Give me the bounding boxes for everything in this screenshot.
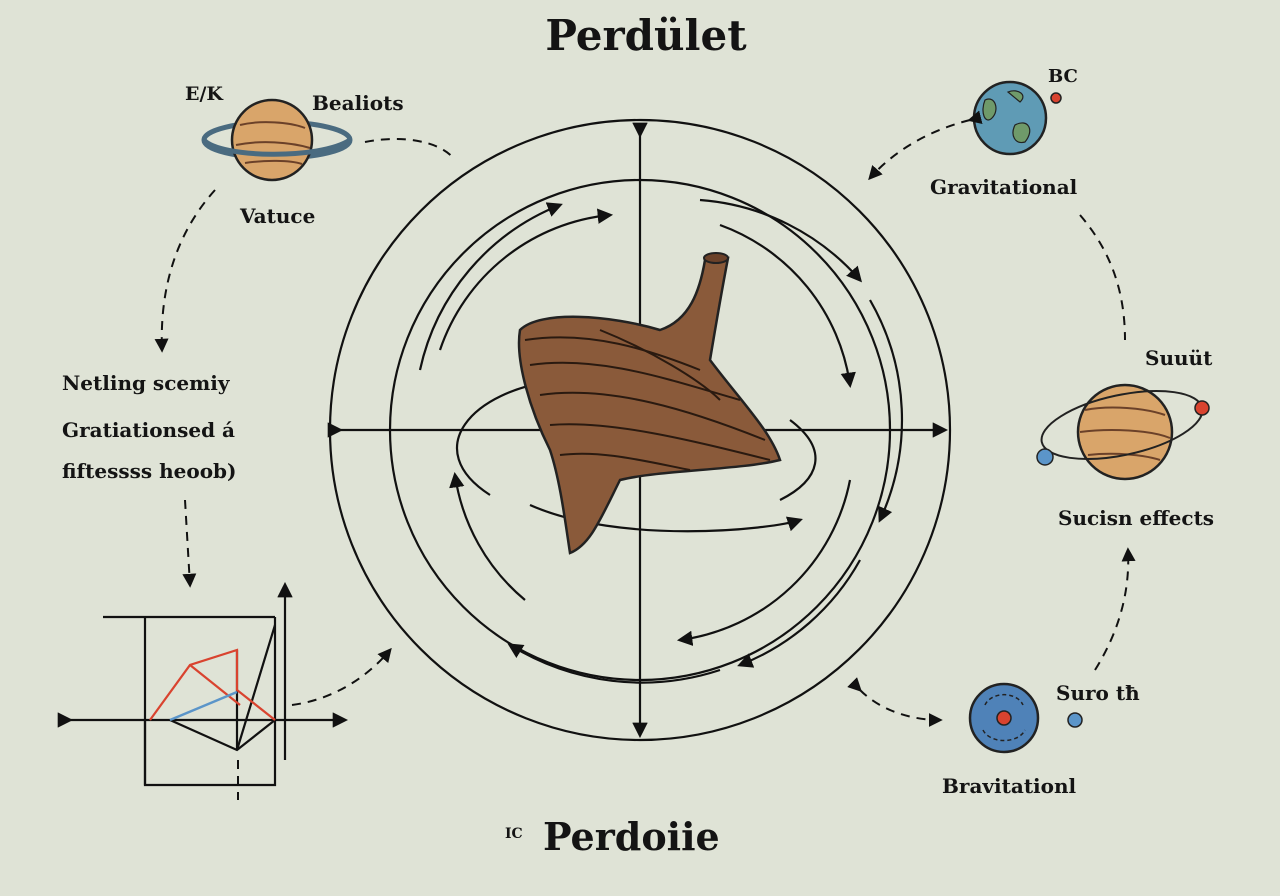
dashed-arrow — [847, 677, 943, 727]
planet-name: Suuüt — [1145, 346, 1213, 370]
orbit-arrow — [507, 643, 721, 684]
dashed-arrow — [182, 499, 197, 588]
orbit-arrow — [418, 202, 563, 371]
orbit-arrow — [699, 198, 863, 283]
note-line: Gratiationsed á — [62, 418, 235, 442]
orbit-arrow — [737, 559, 861, 668]
orbiting-planet-right — [1036, 383, 1210, 481]
earth-planet — [972, 80, 1062, 156]
planet-caption: Sucisn effects — [1058, 506, 1214, 530]
dashed-arrow — [1094, 547, 1136, 671]
page-title: Perdület — [545, 11, 747, 60]
orbit-arrow — [676, 479, 852, 647]
dashed-connector — [1079, 214, 1126, 341]
blue-planet-bottom-right — [968, 682, 1083, 754]
dashed-arrow — [154, 189, 216, 353]
orbit-arrow — [449, 471, 526, 601]
planet-caption: Vatuce — [239, 204, 315, 228]
footer-title: Perdoiie — [543, 814, 720, 859]
footer-prefix: IC — [505, 826, 523, 842]
mini-graph — [57, 581, 349, 800]
inner-orbit — [779, 419, 817, 501]
orbit-arrow — [438, 208, 614, 351]
note-line: fiftessss heoob) — [62, 459, 237, 483]
spinning-top-illustration — [517, 252, 782, 555]
orbit-arrow — [719, 223, 856, 389]
planet-caption: Gravitational — [930, 175, 1078, 199]
planet-tag: BC — [1048, 66, 1078, 87]
planet-tag: E/K — [185, 83, 224, 105]
ringed-planet-top-left — [201, 98, 353, 182]
planet-caption: Bravitationl — [942, 774, 1077, 798]
orbit-arrow — [869, 299, 904, 523]
dashed-connector — [364, 138, 456, 161]
dashed-arrow — [868, 110, 983, 181]
dashed-arrow — [291, 647, 392, 706]
planet-name: Bealiots — [312, 91, 404, 115]
planet-name: Suro tħ — [1056, 681, 1140, 705]
note-line: Netling scemiy — [62, 371, 231, 395]
